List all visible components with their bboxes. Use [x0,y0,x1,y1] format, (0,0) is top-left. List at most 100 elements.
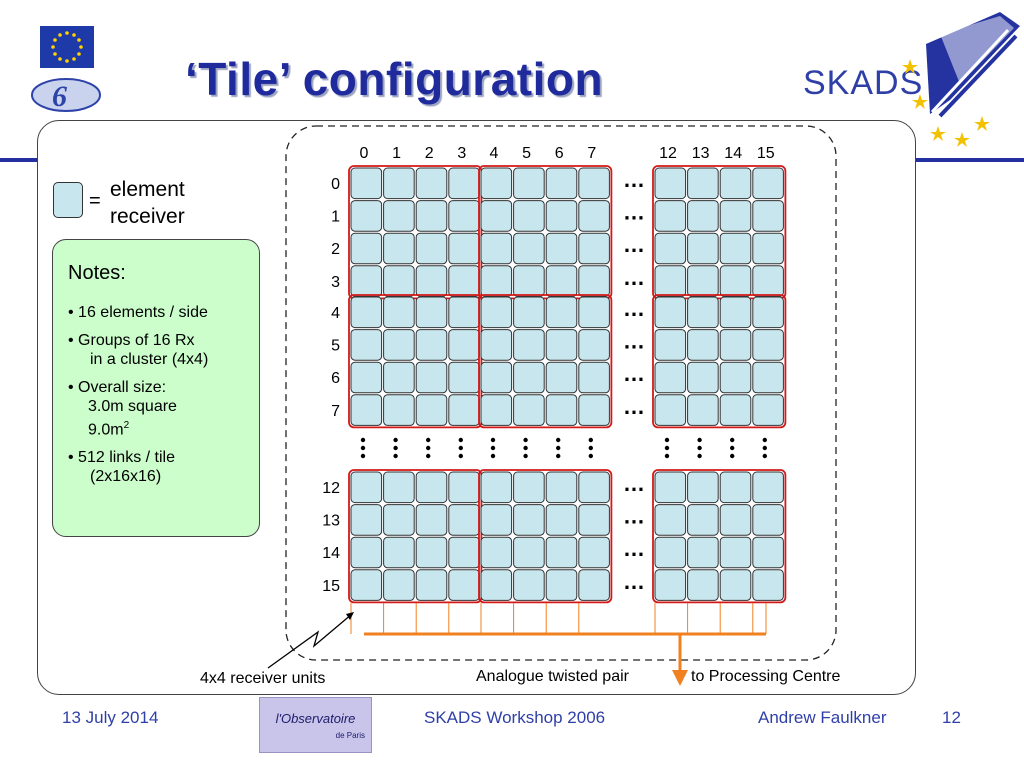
element-receiver [415,504,448,536]
receiver-cluster [652,165,787,300]
element-receiver [654,471,687,504]
element-receiver [350,329,383,361]
element-receiver [578,471,610,504]
element-receiver [350,361,383,394]
element-receiver [480,394,513,426]
element-receiver [383,504,415,536]
element-receiver [480,265,513,297]
element-receiver [545,536,578,569]
column-continuation-dots [523,437,528,459]
element-receiver [578,361,610,394]
row-ellipsis: … [623,167,645,192]
footer-author: Andrew Faulkner [758,708,887,727]
element-receiver [752,200,784,232]
element-receiver [513,265,545,297]
cluster-border [478,469,613,604]
element-receiver [654,167,687,200]
row-label: 0 [331,176,340,193]
element-receiver [350,394,383,426]
skads-logo-graphic [902,12,1020,147]
element-receiver [654,504,687,536]
column-continuation-dots [556,437,561,459]
element-receiver [480,536,513,569]
element-receiver [480,471,513,504]
element-receiver [545,200,578,232]
element-receiver [687,200,719,232]
cluster-border [348,165,483,300]
element-receiver [448,200,480,232]
element-receiver [654,296,687,329]
row-label: 7 [331,403,340,420]
element-receiver [719,361,752,394]
element-receiver [480,167,513,200]
row-ellipsis: … [623,361,645,386]
element-receiver [654,265,687,297]
observatoire-logo-text: l'Observatoire [275,711,356,726]
element-receiver [415,361,448,394]
element-receiver [480,296,513,329]
element-receiver [415,296,448,329]
element-receiver [719,394,752,426]
element-receiver [687,471,719,504]
element-receiver [415,200,448,232]
element-receiver [654,361,687,394]
row-label: 1 [331,209,340,226]
receiver-cluster [348,165,483,300]
element-receiver [752,394,784,426]
footer-conference: SKADS Workshop 2006 [424,708,606,727]
tile-dashed-outline [285,125,837,661]
note-text: in a cluster (4x4) [90,351,209,368]
row-ellipsis: … [623,471,645,496]
column-label: 0 [360,145,369,162]
legend-label: element receiver [110,176,185,230]
element-receiver [545,329,578,361]
element-receiver [578,200,610,232]
element-receiver [654,536,687,569]
element-receiver [752,536,784,569]
cluster-border [652,294,787,429]
row-ellipsis: … [623,200,645,225]
element-receiver [383,569,415,601]
row-ellipsis: … [623,504,645,529]
column-continuation-dots [762,437,767,459]
note-item: • Groups of 16 Rx in a cluster (4x4) [68,331,259,369]
element-receiver [545,265,578,297]
bus-arrow-head [672,670,688,686]
element-receiver [752,265,784,297]
element-receiver [752,504,784,536]
column-label: 13 [692,145,710,162]
note-text: 9.0m2 [88,420,130,439]
element-receiver [480,361,513,394]
receiver-cluster [652,469,787,604]
element-receiver [719,471,752,504]
element-receiver [480,232,513,265]
element-receiver [719,536,752,569]
receiver-cluster [348,469,483,604]
element-receiver [545,167,578,200]
column-label: 4 [490,145,499,162]
element-receiver [350,504,383,536]
skads-logo-text: SKADS [803,64,924,102]
element-receiver [578,296,610,329]
element-receiver [687,167,719,200]
element-receiver [687,265,719,297]
element-receiver [480,569,513,601]
element-receiver [383,471,415,504]
element-receiver [545,394,578,426]
note-item: • Overall size: 3.0m square 9.0m2 [68,378,259,439]
column-label: 5 [522,145,531,162]
column-label: 2 [425,145,434,162]
element-receiver [513,167,545,200]
element-receiver [719,232,752,265]
note-text: • Overall size: [68,379,167,396]
element-receiver [350,167,383,200]
element-receiver [578,536,610,569]
note-item: • 16 elements / side [68,303,259,322]
element-receiver [480,329,513,361]
observatoire-logo-subtext: de Paris [335,731,365,740]
row-ellipsis: … [623,232,645,257]
element-receiver [350,200,383,232]
element-receiver [415,536,448,569]
eu-stars [51,31,83,63]
